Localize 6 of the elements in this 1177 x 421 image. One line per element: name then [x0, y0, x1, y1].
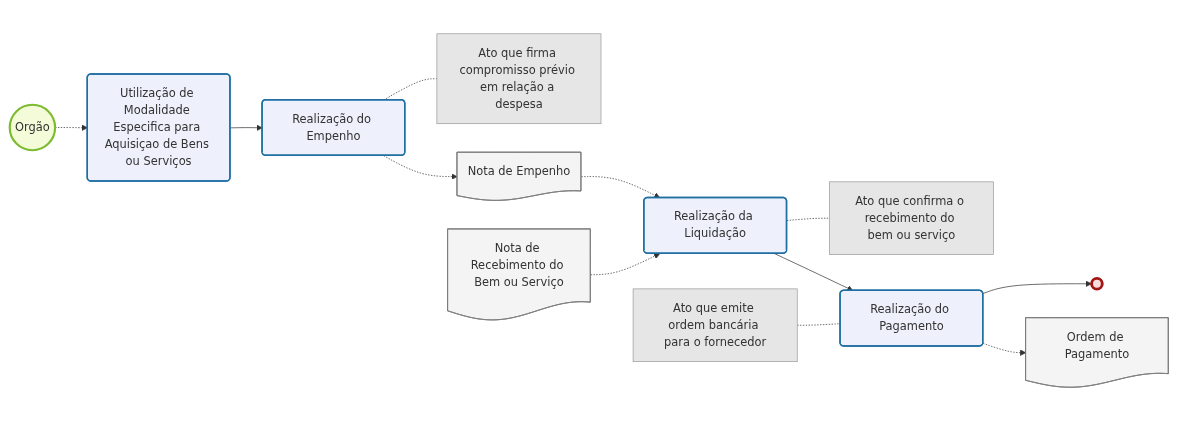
node-circle — [1089, 277, 1104, 291]
node-box: Ato que confirma o recebimento do bem ou serviço — [828, 181, 994, 255]
connector — [786, 217, 830, 221]
node-circle: Orgão — [8, 103, 56, 152]
node-box: Ato que firma compromisso prévio em relação a despesa — [436, 33, 601, 125]
node-box: Ato que emite ordem bancária para o fornecedor — [632, 288, 798, 362]
